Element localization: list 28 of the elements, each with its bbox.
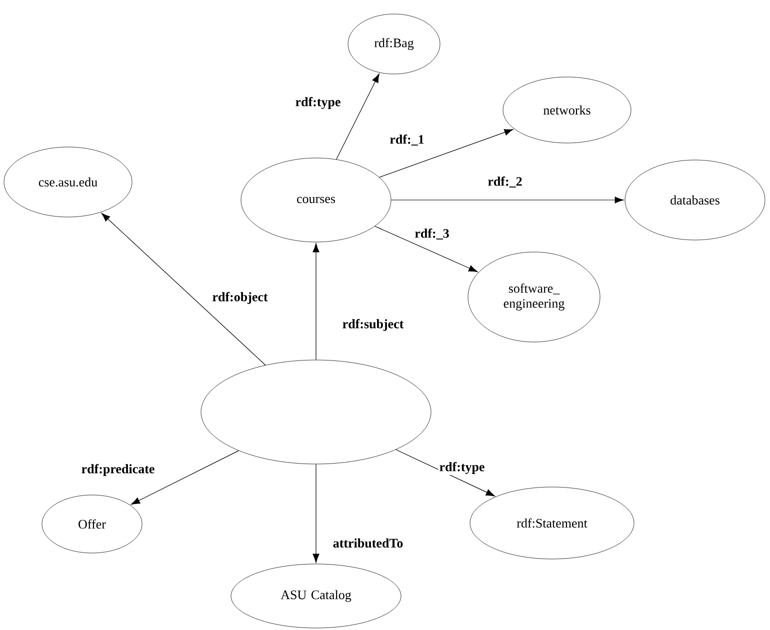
arrow (379, 129, 514, 178)
arrow (390, 196, 624, 204)
edge-label: attributedTo (332, 537, 404, 549)
edge-label: rdf:object (211, 291, 269, 305)
ellipse-node: rdf:Bag (348, 14, 440, 74)
edge-label: rdf:predicate (80, 463, 156, 477)
arrow (396, 449, 495, 496)
arrow (130, 450, 239, 505)
arrow (312, 243, 320, 360)
edge-label: rdf:subject (341, 318, 405, 332)
ellipse-node: cse.asu.edu (4, 146, 132, 218)
edge-label: rdf:_2 (486, 176, 524, 188)
ellipse-node: Offer (42, 494, 142, 554)
empty-ellipse (200, 360, 432, 464)
edge-label: rdf:_3 (414, 228, 450, 240)
ellipse-node: databases (624, 160, 766, 240)
edge-label: rdf:_1 (388, 134, 426, 146)
edge-label: rdf:type (438, 461, 486, 475)
ellipse-node: ASU Catalog (230, 564, 402, 628)
arrow (336, 74, 380, 160)
edge-label: rdf:type (294, 96, 342, 110)
ellipse-node: software_ engineering (468, 252, 600, 342)
ellipse-node: courses (240, 158, 392, 242)
arrow (101, 212, 266, 366)
ellipse-node: networks (502, 76, 632, 144)
arrow (374, 226, 478, 272)
ellipse-node: rdf:Statement (470, 486, 634, 560)
arrow (312, 464, 320, 563)
